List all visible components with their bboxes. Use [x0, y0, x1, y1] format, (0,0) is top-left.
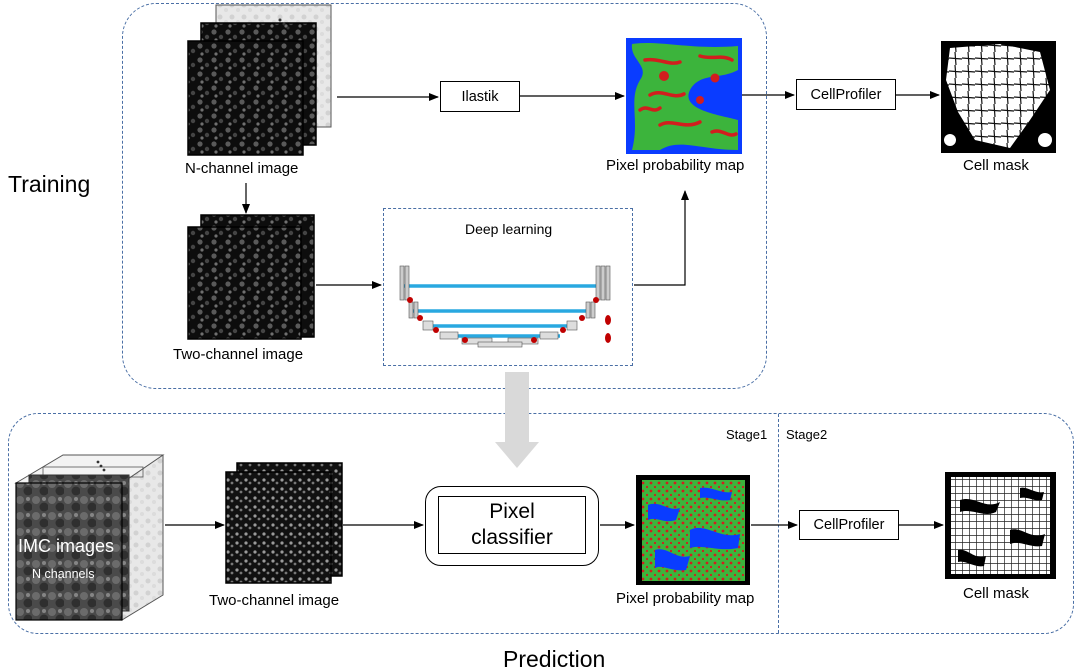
two-channel-image-caption-prediction: Two-channel image — [209, 592, 340, 609]
stage2-label: Stage2 — [786, 427, 828, 442]
cell-mask-prediction — [945, 472, 1056, 579]
imc-images-label: IMC images — [18, 536, 115, 556]
prediction-panel — [8, 413, 1074, 634]
pixel-probability-map-prediction — [636, 475, 750, 585]
two-channel-image-stack-training — [187, 214, 315, 340]
stage1-label: Stage1 — [726, 427, 768, 442]
stage-divider — [778, 414, 779, 633]
imc-images-cube — [14, 454, 165, 621]
pixel-probability-map-training — [626, 38, 742, 154]
pixel-classifier-outer: Pixel classifier — [425, 486, 599, 566]
prediction-label: Prediction — [503, 646, 606, 672]
training-label: Training — [8, 171, 91, 197]
unet-architecture — [399, 265, 611, 348]
pixel-classifier-line1: Pixel — [489, 500, 535, 523]
pixel-probability-map-caption-prediction: Pixel probability map — [616, 590, 755, 607]
pixel-classifier-line2: classifier — [471, 526, 553, 549]
two-channel-image-stack-prediction — [225, 462, 343, 584]
pixel-probability-map-caption-training: Pixel probability map — [606, 157, 745, 174]
arrow-deeplearning-to-probmap — [634, 190, 689, 286]
cellprofiler-box-training: CellProfiler — [796, 79, 896, 110]
deep-learning-box — [383, 208, 633, 366]
n-channels-label: N channels — [32, 567, 95, 581]
pixel-classifier-box: Pixel classifier — [438, 496, 586, 554]
cell-mask-caption-training: Cell mask — [963, 157, 1029, 174]
two-channel-image-caption-training: Two-channel image — [173, 346, 304, 363]
cellprofiler-box-prediction: CellProfiler — [799, 510, 899, 540]
training-panel — [122, 3, 767, 389]
cell-mask-training — [941, 41, 1056, 153]
transfer-arrow — [495, 372, 539, 468]
n-channel-image-caption: N-channel image — [185, 160, 299, 177]
ilastik-box: Ilastik — [440, 81, 520, 112]
n-channel-image-stack — [187, 4, 332, 156]
deep-learning-label: Deep learning — [465, 221, 553, 237]
cell-mask-caption-prediction: Cell mask — [963, 585, 1029, 602]
